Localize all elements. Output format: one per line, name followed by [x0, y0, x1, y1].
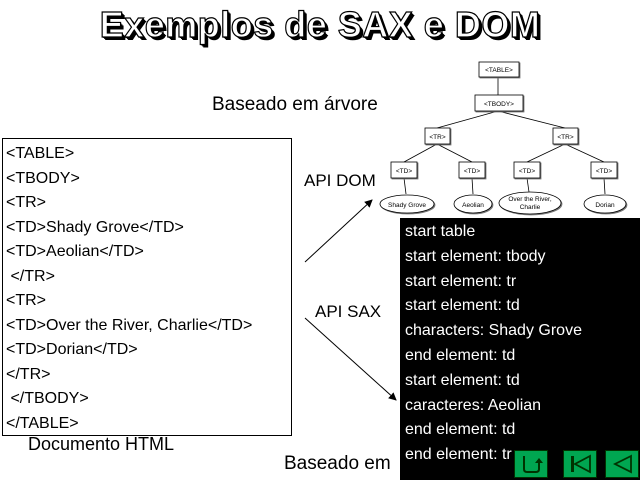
tree-leaf-2: [453, 194, 493, 214]
return-arrow-icon: [523, 456, 543, 473]
tree-node-td-2: [458, 161, 486, 179]
sax-event-line: end element: tr: [405, 446, 512, 464]
api-dom-label: API DOM: [304, 171, 376, 190]
tree-node-table: [478, 61, 520, 78]
tree-leaf-3: [498, 191, 562, 215]
code-line: <TD>Aeolian</TD>: [6, 243, 144, 260]
code-line: <TBODY>: [6, 169, 80, 187]
sax-event-line: start table: [405, 223, 476, 240]
tree-node-tr-right: [552, 127, 579, 145]
tree-leaf-1: [379, 194, 435, 214]
previous-slide-icon: [612, 454, 632, 474]
code-line: </TR>: [6, 365, 51, 383]
code-line: </TABLE>: [6, 414, 79, 432]
slide-title: Exemplos de SAX e DOM: [99, 3, 541, 45]
sax-event-line: end element: td: [405, 421, 516, 439]
first-slide-icon: [571, 454, 591, 474]
tree-node-tbody: [474, 94, 524, 112]
tree-label-td-3: <TD>: [519, 168, 535, 175]
tree-leaf-4: [583, 194, 627, 214]
tree-leaf-3-text-b: Charlie: [520, 204, 541, 211]
code-line: </TR>: [6, 267, 55, 285]
code-line: <TR>: [6, 292, 47, 309]
code-line: <TD>Shady Grove</TD>: [6, 218, 184, 236]
previous-slide-button[interactable]: [605, 450, 639, 478]
tree-label-tbody: <TBODY>: [484, 101, 514, 108]
tree-label-tr-left: <TR>: [429, 134, 445, 141]
tree-label-tr-right: <TR>: [557, 134, 573, 141]
html-code-box: <TABLE> <TBODY> <TR> <TD>Shady Grove</TD…: [2, 138, 292, 436]
tree-leaf-2-text: Aeolian: [462, 202, 484, 209]
tree-based-label: Baseado em árvore: [212, 94, 378, 115]
event-based-label: Baseado em: [284, 453, 391, 474]
dom-tree-diagram: <TABLE> <TBODY> <TR> <TR> <TD> <TD> <TD>…: [379, 61, 627, 215]
code-line: </TBODY>: [6, 390, 89, 407]
tree-label-td-2: <TD>: [464, 168, 480, 175]
code-line: <TR>: [6, 194, 47, 211]
sax-events-box: start table start element: tbody start e…: [400, 218, 640, 480]
return-button[interactable]: [514, 450, 548, 478]
tree-leaf-3-text-a: Over the River,: [508, 196, 552, 203]
api-sax-label: API SAX: [315, 302, 382, 321]
sax-event-line: start element: tr: [405, 272, 517, 290]
tree-label-td-4: <TD>: [596, 168, 612, 175]
tree-node-td-1: [390, 161, 418, 179]
sax-arrow: [304, 317, 397, 401]
sax-event-line: characters: Shady Grove: [405, 322, 582, 340]
first-slide-button[interactable]: [563, 450, 597, 478]
tree-label-td-1: <TD>: [396, 168, 412, 175]
code-line: <TABLE>: [6, 145, 75, 162]
tree-node-tr-left: [424, 127, 451, 145]
sax-event-line: start element: td: [405, 297, 520, 315]
dom-arrow: [304, 199, 373, 263]
code-line: <TD>Over the River, Charlie</TD>: [6, 316, 253, 334]
code-line: <TD>Dorian</TD>: [6, 341, 138, 358]
tree-node-td-4: [590, 161, 618, 179]
tree-label-table: <TABLE>: [485, 67, 513, 74]
sax-event-line: end element: td: [405, 346, 516, 364]
tree-leaf-4-text: Dorian: [595, 202, 615, 209]
tree-leaf-1-text: Shady Grove: [388, 202, 426, 209]
sax-event-line: start element: td: [405, 371, 520, 389]
tree-node-td-3: [513, 161, 541, 179]
html-document-label: Documento HTML: [28, 434, 175, 454]
sax-event-line: start element: tbody: [405, 247, 546, 265]
sax-event-line: caracteres: Aeolian: [405, 396, 542, 414]
